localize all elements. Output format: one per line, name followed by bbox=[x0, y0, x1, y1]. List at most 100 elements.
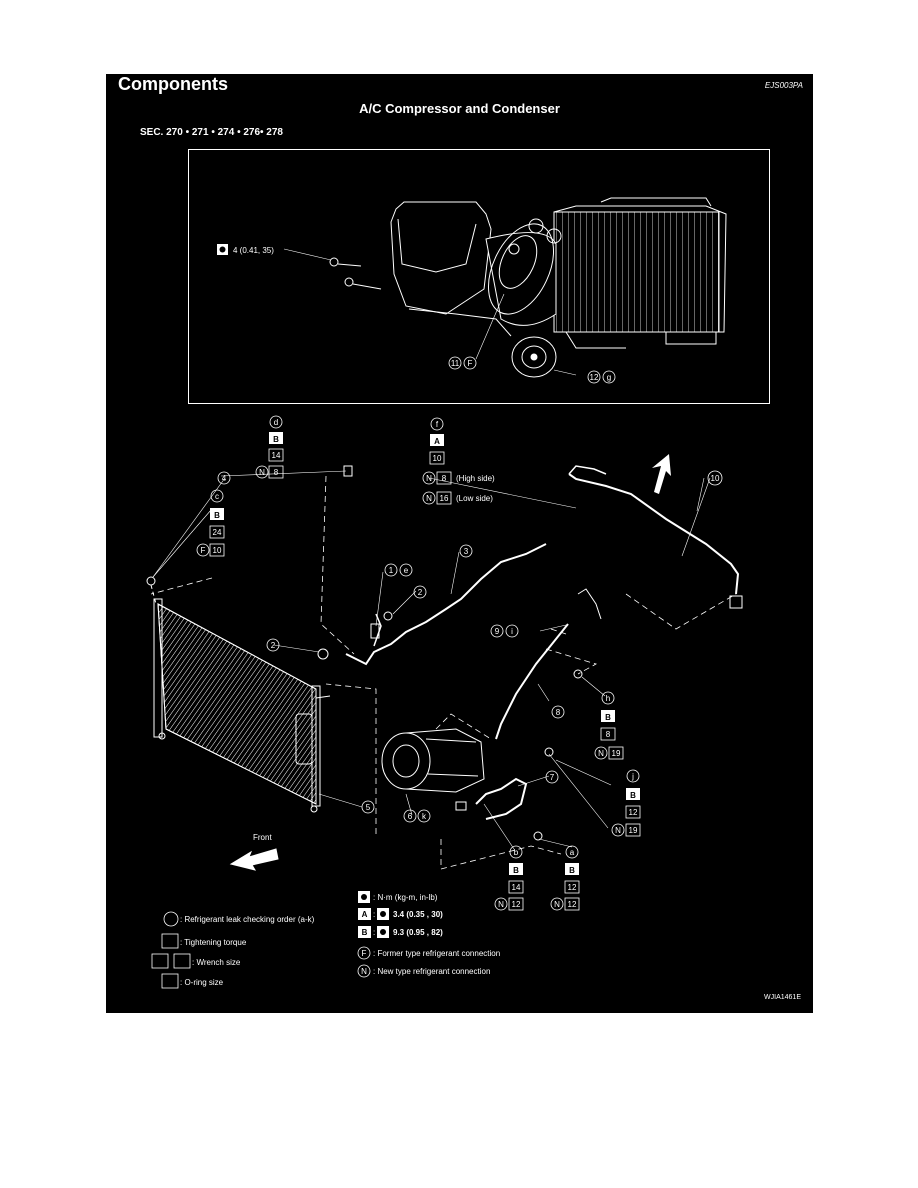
oring-j: 19 bbox=[629, 826, 638, 835]
pipe-assemblies bbox=[345, 465, 740, 820]
wrench-box-2-icon bbox=[173, 953, 191, 969]
type-b: N bbox=[498, 900, 504, 909]
callout-5: 5 bbox=[361, 800, 375, 814]
legend-spec-a-code: A bbox=[362, 910, 368, 919]
callout-12-order: g bbox=[607, 373, 611, 382]
callout-7: 7 bbox=[545, 770, 559, 784]
torque-code-d: B bbox=[273, 435, 279, 444]
oring-b: 12 bbox=[512, 900, 521, 909]
inset-torque-value: 4 (0.41, 35) bbox=[233, 246, 274, 255]
callout-8-number: 8 bbox=[556, 708, 561, 717]
callout-10-number: 10 bbox=[711, 474, 720, 483]
callout-1-number: 1 bbox=[389, 566, 394, 575]
leak-order-symbol-icon bbox=[163, 911, 179, 927]
order-e: e bbox=[404, 566, 409, 575]
torque-code-a: B bbox=[569, 866, 575, 875]
type-f-low: N bbox=[426, 494, 432, 503]
callout-2-lower-number: 2 bbox=[271, 641, 276, 650]
legend-spec-a-colon: : bbox=[373, 910, 375, 919]
oring-f-high: 8 bbox=[442, 474, 447, 483]
type-h: N bbox=[598, 749, 604, 758]
legend-leak-order: : Refrigerant leak checking order (a-k) bbox=[180, 915, 315, 924]
callout-11-type: F bbox=[468, 359, 473, 368]
callout-1e: 1 e bbox=[384, 563, 413, 577]
torque-code-f: A bbox=[434, 437, 440, 446]
high-side-label: (High side) bbox=[456, 474, 495, 483]
legend-spec-b-colon: : bbox=[373, 928, 375, 937]
condenser-illustration bbox=[146, 576, 331, 813]
ac-unit-illustration bbox=[329, 197, 727, 378]
oring-box-icon bbox=[161, 973, 179, 989]
torque-code-j: B bbox=[630, 791, 636, 800]
inset-torque-label: 4 (0.41, 35) bbox=[217, 244, 274, 255]
order-b: b bbox=[514, 848, 519, 857]
legend-oring: : O-ring size bbox=[180, 978, 224, 987]
low-side-label: (Low side) bbox=[456, 494, 493, 503]
inset-leaders bbox=[283, 248, 577, 376]
torque-code-h: B bbox=[605, 713, 611, 722]
callout-2-upper-number: 2 bbox=[418, 588, 423, 597]
legend-wrench: : Wrench size bbox=[192, 958, 241, 967]
type-d: N bbox=[259, 468, 265, 477]
torque-box-icon bbox=[161, 933, 179, 949]
oring-h: 19 bbox=[612, 749, 621, 758]
component-sheet: Components EJS003PA A/C Compressor and C… bbox=[106, 74, 813, 1013]
legend: : Refrigerant leak checking order (a-k) … bbox=[151, 891, 500, 989]
wrench-h: 8 bbox=[606, 730, 611, 739]
wrench-a: 12 bbox=[568, 883, 577, 892]
direction-arrow-icon bbox=[652, 454, 671, 494]
oring-c: 10 bbox=[213, 546, 222, 555]
order-f: f bbox=[436, 420, 439, 429]
legend-spec-b-code: B bbox=[362, 928, 368, 937]
inset-frame bbox=[188, 149, 770, 404]
document-code: EJS003PA bbox=[764, 81, 803, 90]
diagram-subtitle: A/C Compressor and Condenser bbox=[359, 101, 560, 116]
legend-spec-b-value: 9.3 (0.95 , 82) bbox=[393, 928, 443, 937]
callout-group-f: f A 10 N 8 (High side) N 16 (Low side) bbox=[422, 417, 495, 505]
page-title: Components bbox=[118, 74, 228, 94]
front-arrow: Front bbox=[229, 833, 279, 871]
oring-f-low: 16 bbox=[440, 494, 449, 503]
order-k: k bbox=[422, 812, 427, 821]
callout-2-upper: 2 bbox=[413, 585, 427, 599]
order-a: a bbox=[570, 848, 575, 857]
legend-new: : New type refrigerant connection bbox=[373, 967, 490, 976]
callout-group-j: j B 12 N 19 bbox=[611, 769, 641, 837]
callout-2-lower: 2 bbox=[266, 638, 280, 652]
type-a: N bbox=[554, 900, 560, 909]
wrench-box-icon bbox=[151, 953, 169, 969]
callout-group-4c: 4 c B 24 F 10 bbox=[196, 471, 231, 557]
legend-former-symbol: F bbox=[362, 949, 367, 958]
callout-group-h: h B 8 N 19 bbox=[594, 691, 624, 760]
type-c: F bbox=[201, 546, 206, 555]
wrench-j: 12 bbox=[629, 808, 638, 817]
assembly-dashes bbox=[150, 475, 737, 870]
callout-12-number: 12 bbox=[590, 373, 599, 382]
front-label: Front bbox=[253, 833, 272, 842]
oring-d: 8 bbox=[274, 468, 279, 477]
callout-11: 11 F bbox=[448, 356, 477, 370]
order-c: c bbox=[215, 492, 219, 501]
type-j: N bbox=[615, 826, 621, 835]
callout-11-number: 11 bbox=[451, 359, 460, 368]
compressor-illustration bbox=[381, 728, 485, 793]
legend-spec-a-value: 3.4 (0.35 , 30) bbox=[393, 910, 443, 919]
wrench-c: 24 bbox=[213, 528, 222, 537]
torque-code-b: B bbox=[513, 866, 519, 875]
callout-10: 10 bbox=[707, 470, 723, 486]
callout-group-a: a B 12 N 12 bbox=[550, 845, 580, 911]
order-i: i bbox=[511, 627, 513, 636]
legend-new-symbol: N bbox=[361, 967, 367, 976]
callout-group-d: d B 14 N 8 bbox=[255, 415, 284, 479]
callout-group-b: b B 14 N 12 bbox=[494, 845, 524, 911]
callout-12: 12 g bbox=[587, 370, 616, 384]
callout-3-number: 3 bbox=[464, 547, 469, 556]
exploded-view-diagram: 4 (0.41, 35) 11 F 12 g bbox=[146, 197, 743, 989]
legend-former: : Former type refrigerant connection bbox=[373, 949, 500, 958]
legend-torque: : Tightening torque bbox=[180, 938, 247, 947]
order-d: d bbox=[274, 418, 278, 427]
callout-6-number: 6 bbox=[408, 812, 413, 821]
wrench-f: 10 bbox=[433, 454, 442, 463]
order-j: j bbox=[631, 772, 634, 781]
torque-code-c: B bbox=[214, 511, 220, 520]
